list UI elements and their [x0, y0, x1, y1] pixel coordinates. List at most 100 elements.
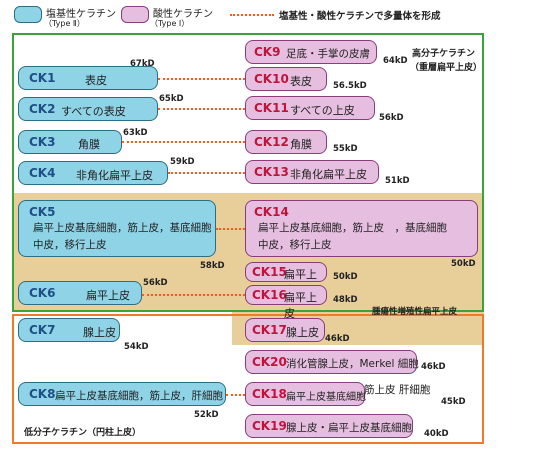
- ck20-id: CK20: [252, 355, 287, 369]
- pair-line-ck4-ck13: [168, 172, 245, 174]
- ck3-desc: 角膜: [78, 138, 100, 151]
- legend-basic-swatch: [14, 6, 42, 23]
- ck6-desc: 扁平上皮: [86, 289, 130, 302]
- ck5-desc-1: 扁平上皮基底細胞，筋上皮，基底細胞: [33, 222, 212, 234]
- ck9-desc: 足底・手掌の皮膚: [286, 48, 370, 60]
- ck5-id: CK5: [29, 205, 56, 219]
- ck2-desc: すべての表皮: [61, 105, 126, 118]
- ck10-desc: 表皮: [290, 75, 312, 88]
- pair-line-ck2-ck11: [158, 108, 245, 110]
- pair-line-ck1-ck10: [158, 78, 245, 80]
- pair-line-ck8-ck18: [226, 394, 245, 396]
- ck2-mw: 65kD: [159, 94, 184, 104]
- ck4-desc: 非角化扁平上皮: [76, 169, 153, 182]
- ck4-mw: 59kD: [170, 157, 195, 167]
- ck13-box: CK13 非角化扁平上皮: [245, 160, 379, 184]
- ck2-id: CK2: [29, 102, 56, 116]
- tumor-label: 腫瘍性増殖性扁平上皮: [372, 307, 458, 317]
- ck20-mw: 46kD: [421, 362, 446, 372]
- ck16-desc: 扁平上皮: [284, 291, 317, 320]
- ck20-desc: 消化管腺上皮，Merkel 細胞: [286, 358, 419, 370]
- pair-line-ck6-ck16: [142, 294, 245, 296]
- ck14-desc-2: 中皮，移行上皮: [258, 239, 332, 251]
- ck5-desc-2: 中皮，移行上皮: [33, 239, 107, 251]
- ck11-id: CK11: [254, 101, 289, 115]
- ck2-box: CK2 すべての表皮: [18, 97, 158, 121]
- ck12-id: CK12: [254, 135, 289, 149]
- ck10-id: CK10: [254, 72, 289, 86]
- ck18-mw: 45kD: [441, 397, 466, 407]
- ck7-box: CK7 腺上皮: [18, 318, 120, 342]
- ck7-mw: 54kD: [124, 342, 149, 352]
- high-mw-label-2: （重層扁平上皮）: [410, 63, 483, 73]
- ck18-id: CK18: [252, 387, 287, 401]
- ck4-id: CK4: [29, 166, 56, 180]
- pair-line-ck3-ck12: [122, 141, 245, 143]
- ck14-id: CK14: [254, 205, 289, 219]
- ck17-mw: 46kD: [325, 334, 350, 344]
- ck17-desc: 腺上皮: [286, 326, 319, 339]
- ck12-box: CK12 角膜: [245, 130, 327, 154]
- ck9-mw: 64kD: [383, 56, 408, 66]
- ck3-id: CK3: [29, 135, 56, 149]
- ck11-desc: すべての上皮: [290, 104, 355, 117]
- ck1-box: CK1 表皮: [18, 66, 158, 90]
- low-mw-label: 低分子ケラチン（円柱上皮）: [24, 428, 142, 438]
- ck3-box: CK3 角膜: [18, 130, 122, 154]
- legend-acidic-title: 酸性ケラチン: [153, 9, 213, 20]
- ck1-mw: 67kD: [130, 59, 155, 69]
- ck12-mw: 55kD: [333, 144, 358, 154]
- ck11-box: CK11 すべての上皮: [245, 96, 375, 120]
- ck10-mw: 56.5kD: [333, 81, 367, 91]
- legend-acidic-sub: （Type Ⅰ）: [150, 19, 190, 28]
- ck8-mw: 52kD: [194, 410, 219, 420]
- ck9-box: CK9 足底・手掌の皮膚: [245, 40, 377, 64]
- ck19-desc: 腺上皮・扁平上皮基底細胞: [286, 422, 412, 434]
- ck20-box: CK20 消化管腺上皮，Merkel 細胞: [245, 350, 419, 374]
- ck10-box: CK10 表皮: [245, 67, 327, 91]
- ck16-mw: 48kD: [333, 295, 358, 305]
- ck4-box: CK4 非角化扁平上皮: [18, 161, 168, 185]
- ck18-desc: 扁平上皮基底細胞: [286, 392, 366, 403]
- ck9-id: CK9: [254, 45, 281, 59]
- high-mw-label-1: 高分子ケラチン: [412, 49, 476, 59]
- ck1-desc: 表皮: [85, 74, 107, 87]
- legend-pair-label: 塩基性・酸性ケラチンで多量体を形成: [279, 11, 441, 22]
- ck17-box: CK17 腺上皮: [245, 318, 325, 342]
- ck14-desc-1: 扁平上皮基底細胞，筋上皮 ，基底細胞: [258, 222, 447, 234]
- ck13-mw: 51kD: [385, 176, 410, 186]
- ck1-id: CK1: [29, 71, 56, 85]
- ck19-mw: 40kD: [424, 429, 449, 439]
- low-mw-frame: [12, 314, 484, 444]
- legend-basic-sub: （Type Ⅱ）: [44, 19, 85, 28]
- ck17-id: CK17: [252, 323, 287, 337]
- ck8-id: CK8: [29, 387, 56, 401]
- ck6-box: CK6 扁平上皮: [18, 281, 142, 305]
- ck8-box: CK8 扁平上皮基底細胞，筋上皮，肝細胞: [18, 382, 226, 406]
- legend-acidic-swatch: [121, 6, 149, 23]
- pair-line-ck5-ck14: [216, 228, 245, 230]
- ck6-mw: 56kD: [143, 278, 168, 288]
- legend-basic-title: 塩基性ケラチン: [46, 9, 116, 20]
- ck12-desc: 角膜: [290, 138, 312, 151]
- ck7-desc: 腺上皮: [83, 326, 116, 339]
- ck5-mw: 58kD: [200, 261, 225, 271]
- ck19-id: CK19: [252, 419, 287, 433]
- ck14-box: CK14 扁平上皮基底細胞，筋上皮 ，基底細胞 中皮，移行上皮: [245, 200, 478, 257]
- ck18-desc-overflow: 筋上皮 肝細胞: [364, 384, 431, 396]
- ck15-box: CK15 扁平上皮: [245, 262, 327, 297]
- ck15-id: CK15: [252, 265, 287, 279]
- ck7-id: CK7: [29, 323, 56, 337]
- ck3-mw: 63kD: [123, 128, 148, 138]
- ck19-box: CK19 腺上皮・扁平上皮基底細胞: [245, 414, 413, 438]
- ck11-mw: 56kD: [379, 113, 404, 123]
- ck18-box: CK18 扁平上皮基底細胞: [245, 382, 366, 406]
- ck16-box: CK16 扁平上皮: [245, 285, 327, 320]
- ck15-mw: 50kD: [333, 272, 358, 282]
- ck16-id: CK16: [252, 288, 287, 302]
- high-mw-frame: [12, 33, 484, 312]
- ck8-desc: 扁平上皮基底細胞，筋上皮，肝細胞: [55, 390, 223, 402]
- ck14-mw: 50kD: [451, 259, 476, 269]
- ck6-id: CK6: [29, 286, 56, 300]
- ck5-box: CK5 扁平上皮基底細胞，筋上皮，基底細胞 中皮，移行上皮: [18, 200, 216, 257]
